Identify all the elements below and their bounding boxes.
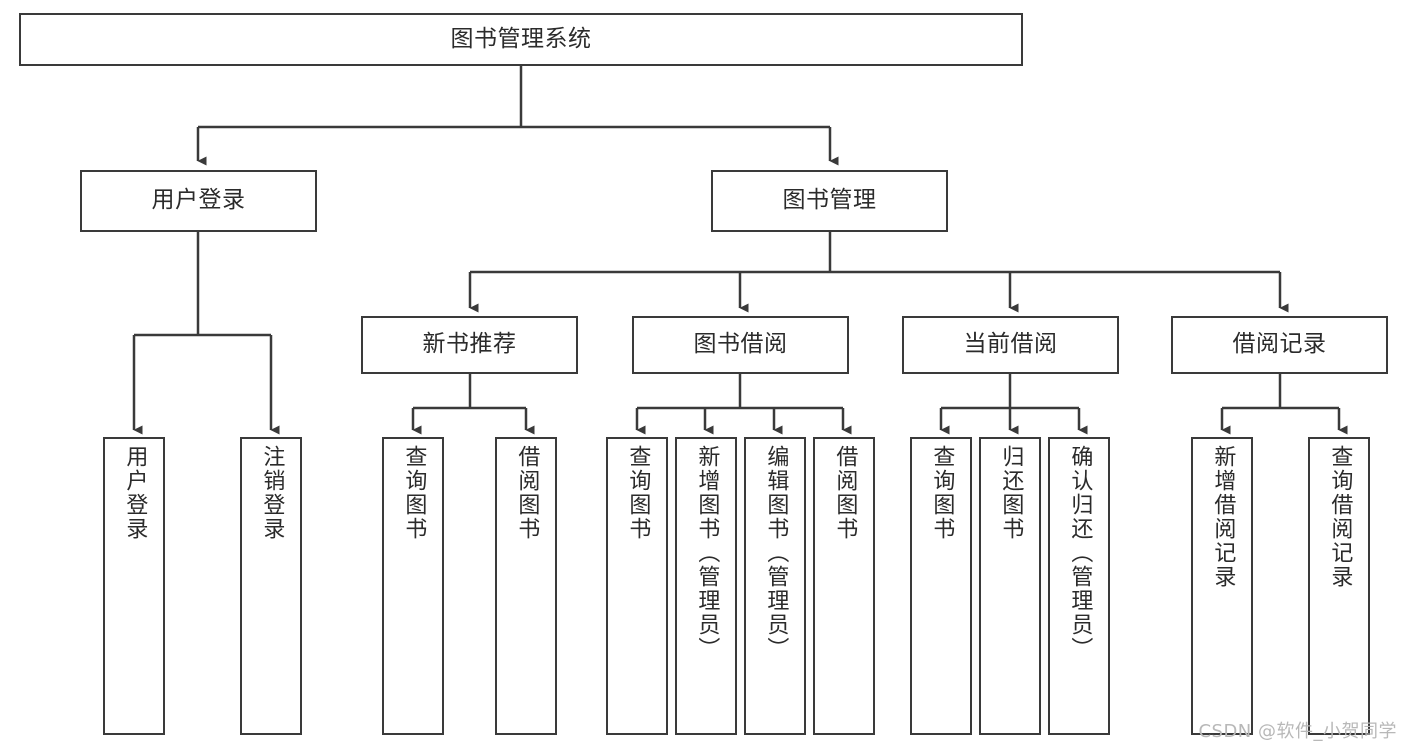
- node-book-management-label: 图书管理: [782, 187, 877, 214]
- leaf-borrow-add-book-label: 新增图书（管理员）: [694, 445, 720, 661]
- node-new-book-recommend-label: 新书推荐: [422, 331, 517, 358]
- leaf-borrow-edit-book[interactable]: 编辑图书（管理员）: [744, 437, 806, 735]
- node-book-management[interactable]: 图书管理: [711, 170, 948, 232]
- leaf-user-login-logout[interactable]: 注销登录: [240, 437, 302, 735]
- leaf-borrow-query-book[interactable]: 查询图书: [606, 437, 668, 735]
- leaf-recommend-query-book[interactable]: 查询图书: [382, 437, 444, 735]
- leaf-user-login-login-label: 用户登录: [122, 445, 148, 541]
- leaf-record-add-record[interactable]: 新增借阅记录: [1191, 437, 1253, 735]
- node-book-borrow[interactable]: 图书借阅: [632, 316, 849, 374]
- node-current-borrow-label: 当前借阅: [963, 331, 1058, 358]
- node-borrow-record-label: 借阅记录: [1232, 331, 1327, 358]
- leaf-borrow-borrow-book[interactable]: 借阅图书: [813, 437, 875, 735]
- node-root-label: 图书管理系统: [450, 25, 592, 52]
- leaf-user-login-logout-label: 注销登录: [259, 445, 285, 541]
- leaf-current-confirm-return[interactable]: 确认归还（管理员）: [1048, 437, 1110, 735]
- leaf-current-query-book[interactable]: 查询图书: [910, 437, 972, 735]
- node-current-borrow[interactable]: 当前借阅: [902, 316, 1119, 374]
- leaf-recommend-borrow-book[interactable]: 借阅图书: [495, 437, 557, 735]
- leaf-record-query-record[interactable]: 查询借阅记录: [1308, 437, 1370, 735]
- node-root[interactable]: 图书管理系统: [19, 13, 1023, 66]
- leaf-borrow-borrow-book-label: 借阅图书: [832, 445, 858, 541]
- node-borrow-record[interactable]: 借阅记录: [1171, 316, 1388, 374]
- leaf-current-query-book-label: 查询图书: [929, 445, 955, 541]
- leaf-borrow-query-book-label: 查询图书: [625, 445, 651, 541]
- leaf-recommend-borrow-book-label: 借阅图书: [514, 445, 540, 541]
- node-user-login-label: 用户登录: [151, 187, 246, 214]
- leaf-user-login-login[interactable]: 用户登录: [103, 437, 165, 735]
- leaf-record-query-record-label: 查询借阅记录: [1327, 445, 1353, 589]
- node-book-borrow-label: 图书借阅: [693, 331, 788, 358]
- leaf-current-return-book-label: 归还图书: [998, 445, 1024, 541]
- leaf-borrow-edit-book-label: 编辑图书（管理员）: [763, 445, 789, 661]
- leaf-recommend-query-book-label: 查询图书: [401, 445, 427, 541]
- leaf-current-return-book[interactable]: 归还图书: [979, 437, 1041, 735]
- node-user-login[interactable]: 用户登录: [80, 170, 317, 232]
- csdn-watermark: CSDN @软件_小贺同学: [1198, 721, 1397, 742]
- leaf-borrow-add-book[interactable]: 新增图书（管理员）: [675, 437, 737, 735]
- leaf-record-add-record-label: 新增借阅记录: [1210, 445, 1236, 589]
- leaf-current-confirm-return-label: 确认归还（管理员）: [1067, 445, 1093, 661]
- node-new-book-recommend[interactable]: 新书推荐: [361, 316, 578, 374]
